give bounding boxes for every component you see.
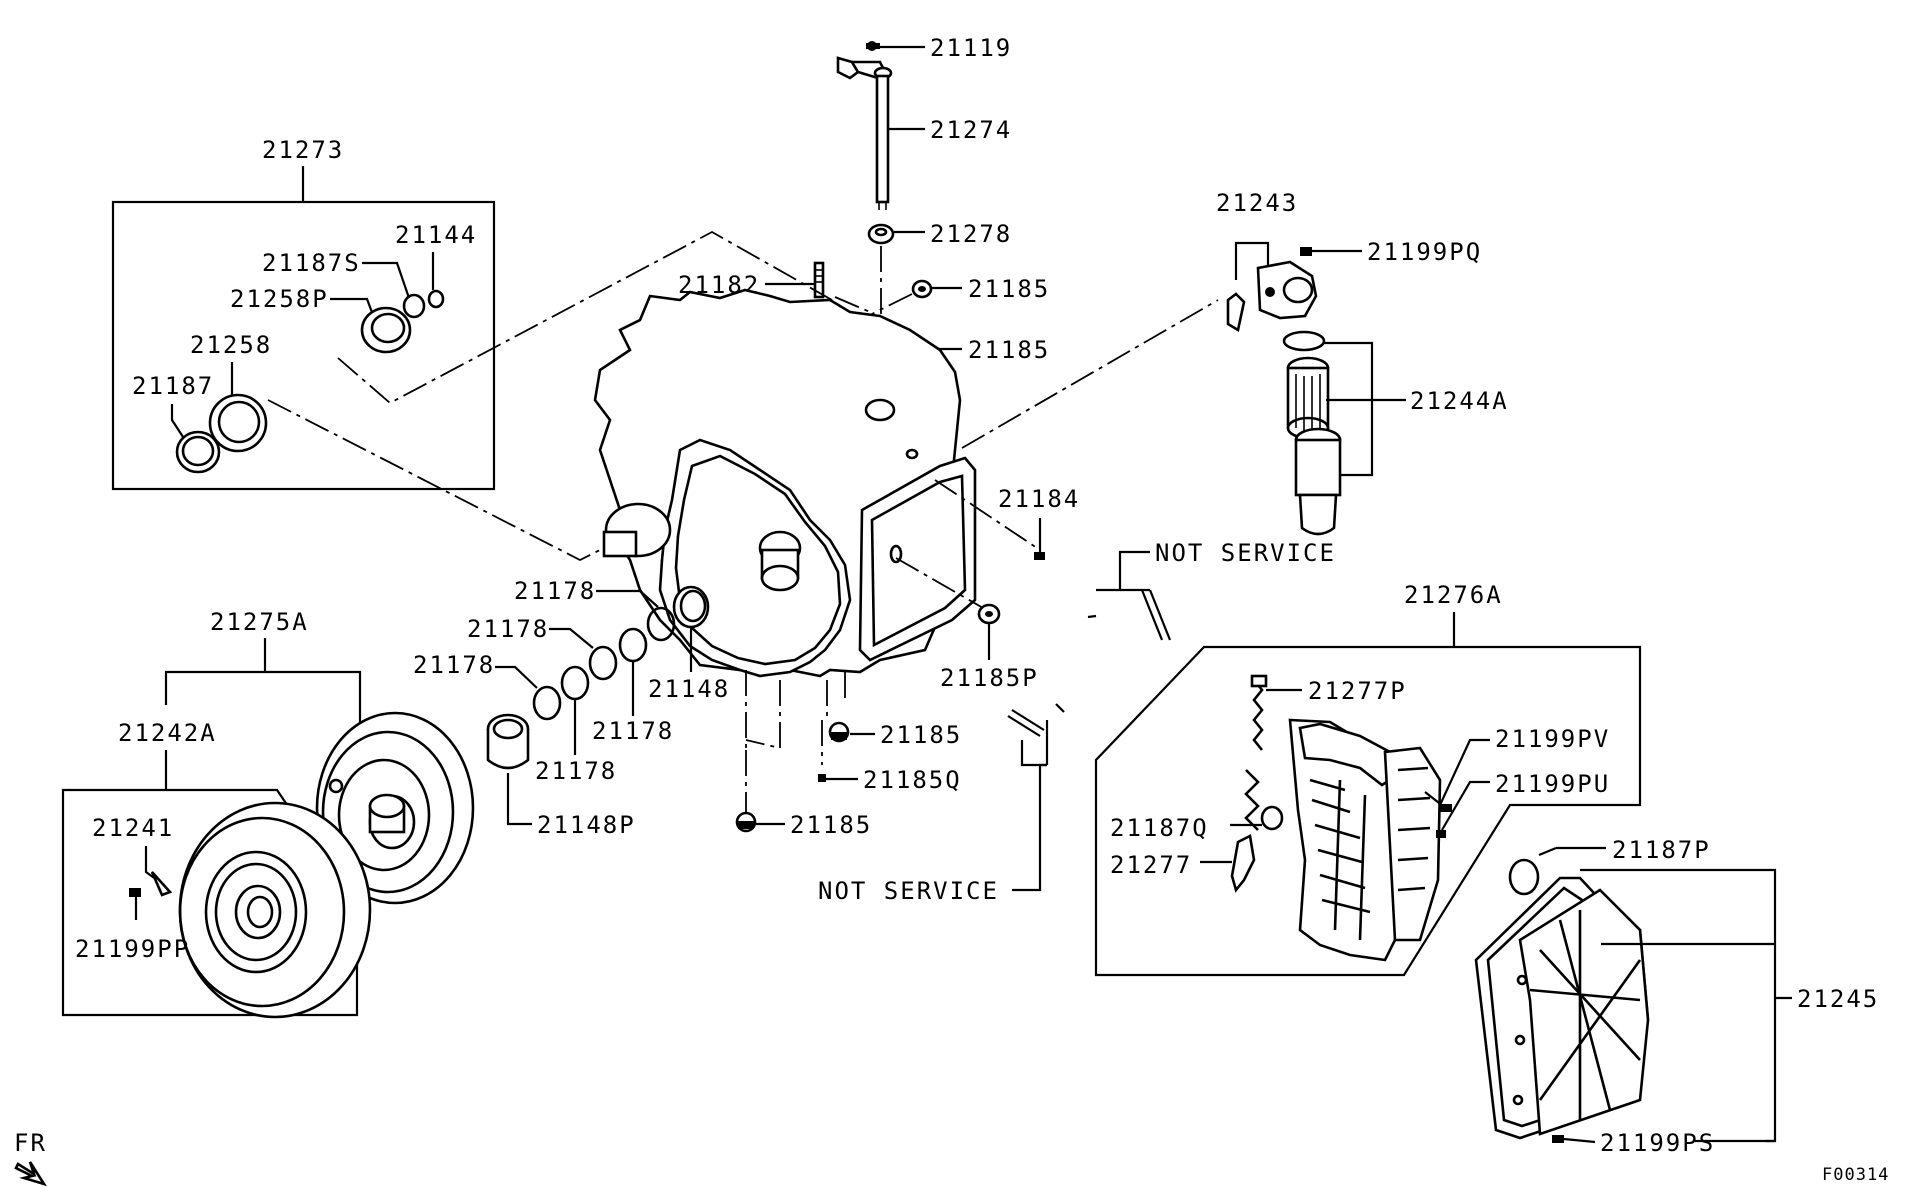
label-21258P[interactable]: 21258P xyxy=(230,285,329,313)
plug-21185P xyxy=(977,603,1001,625)
label-21185P[interactable]: 21185P xyxy=(940,664,1039,692)
transmission-case xyxy=(593,288,977,678)
bolt-21199PP xyxy=(129,888,141,920)
o-ring-21244A xyxy=(1282,330,1326,352)
springs-21187Q xyxy=(1244,769,1284,831)
plug-21185-d xyxy=(735,811,757,833)
seal-21148P xyxy=(486,713,530,770)
label-21185-d[interactable]: 21185 xyxy=(790,811,872,839)
bolt-21119 xyxy=(866,41,880,51)
stud-21182 xyxy=(813,261,825,299)
plug-21185-c xyxy=(828,721,850,743)
dipstick-assembly xyxy=(836,56,893,210)
plate-21277 xyxy=(1230,834,1256,893)
label-21178-b[interactable]: 21178 xyxy=(467,615,549,643)
label-21243[interactable]: 21243 xyxy=(1216,189,1298,217)
label-21245[interactable]: 21245 xyxy=(1797,985,1879,1013)
direction-marker-label: FR xyxy=(14,1129,47,1157)
valve-body-kit-box xyxy=(1094,645,1642,977)
not-service-pins-lower xyxy=(1007,703,1065,737)
figure-code: F00314 xyxy=(1822,1165,1889,1185)
o-rings-21178 xyxy=(532,606,676,721)
label-21274[interactable]: 21274 xyxy=(930,116,1012,144)
label-21185-a[interactable]: 21185 xyxy=(968,275,1050,303)
seal-21148 xyxy=(672,585,710,629)
label-21187Q[interactable]: 21187Q xyxy=(1110,814,1209,842)
label-21178-d[interactable]: 21178 xyxy=(592,717,674,745)
label-21187[interactable]: 21187 xyxy=(132,372,214,400)
label-21199PS[interactable]: 21199PS xyxy=(1600,1129,1715,1157)
label-not-service-lower[interactable]: NOT SERVICE xyxy=(818,877,999,905)
label-21119[interactable]: 21119 xyxy=(930,34,1012,62)
label-21185-b[interactable]: 21185 xyxy=(968,336,1050,364)
label-21242A[interactable]: 21242A xyxy=(118,719,217,747)
label-21276A[interactable]: 21276A xyxy=(1404,581,1503,609)
label-21258[interactable]: 21258 xyxy=(190,331,272,359)
label-21273[interactable]: 21273 xyxy=(262,136,344,164)
label-21244A[interactable]: 21244A xyxy=(1410,387,1509,415)
seal-21187 xyxy=(175,430,221,474)
plug-21185-a xyxy=(911,279,933,299)
label-21185-c[interactable]: 21185 xyxy=(880,721,962,749)
not-service-pins-upper xyxy=(1087,589,1172,641)
filter-housing-21243 xyxy=(1226,260,1318,333)
springs-21277P xyxy=(1250,674,1268,751)
drive-plate-21241 xyxy=(178,801,372,1019)
front-direction-arrow-icon xyxy=(14,1161,47,1187)
label-21275A[interactable]: 21275A xyxy=(210,608,309,636)
bolt-21199PQ xyxy=(1300,247,1312,256)
label-21199PQ[interactable]: 21199PQ xyxy=(1367,238,1482,266)
label-21148[interactable]: 21148 xyxy=(648,675,730,703)
label-21178-e[interactable]: 21178 xyxy=(535,757,617,785)
pin-21185Q xyxy=(818,774,826,782)
bolt-21199PV xyxy=(1424,791,1452,812)
bolt-21184 xyxy=(1034,518,1045,560)
label-21277P[interactable]: 21277P xyxy=(1308,677,1407,705)
filter-cap-21244A xyxy=(1294,427,1342,536)
label-21178-a[interactable]: 21178 xyxy=(514,577,596,605)
label-21187S[interactable]: 21187S xyxy=(262,249,361,277)
label-21184[interactable]: 21184 xyxy=(998,485,1080,513)
seal-kit-21273-box xyxy=(111,200,496,491)
label-21185Q[interactable]: 21185Q xyxy=(863,766,962,794)
seal-21278 xyxy=(867,223,895,245)
filter-element-21244A xyxy=(1286,356,1330,440)
label-21199PP[interactable]: 21199PP xyxy=(75,935,190,963)
seal-21258 xyxy=(208,393,268,453)
bolt-21199PU xyxy=(1436,830,1446,838)
label-21178-c[interactable]: 21178 xyxy=(413,651,495,679)
label-21187P[interactable]: 21187P xyxy=(1612,836,1711,864)
label-21278[interactable]: 21278 xyxy=(930,220,1012,248)
label-21241[interactable]: 21241 xyxy=(92,814,174,842)
valve-body-21276A xyxy=(1288,718,1442,962)
gasket-21187P xyxy=(1508,858,1540,896)
oil-pan-21245 xyxy=(1474,876,1650,1140)
bolt-21199PS xyxy=(1552,1135,1596,1144)
seal-21258P xyxy=(360,306,412,354)
label-21144[interactable]: 21144 xyxy=(395,221,477,249)
label-21199PV[interactable]: 21199PV xyxy=(1495,725,1610,753)
label-21199PU[interactable]: 21199PU xyxy=(1495,770,1610,798)
label-21148P[interactable]: 21148P xyxy=(537,811,636,839)
label-21277[interactable]: 21277 xyxy=(1110,851,1192,879)
label-not-service-upper[interactable]: NOT SERVICE xyxy=(1155,539,1336,567)
